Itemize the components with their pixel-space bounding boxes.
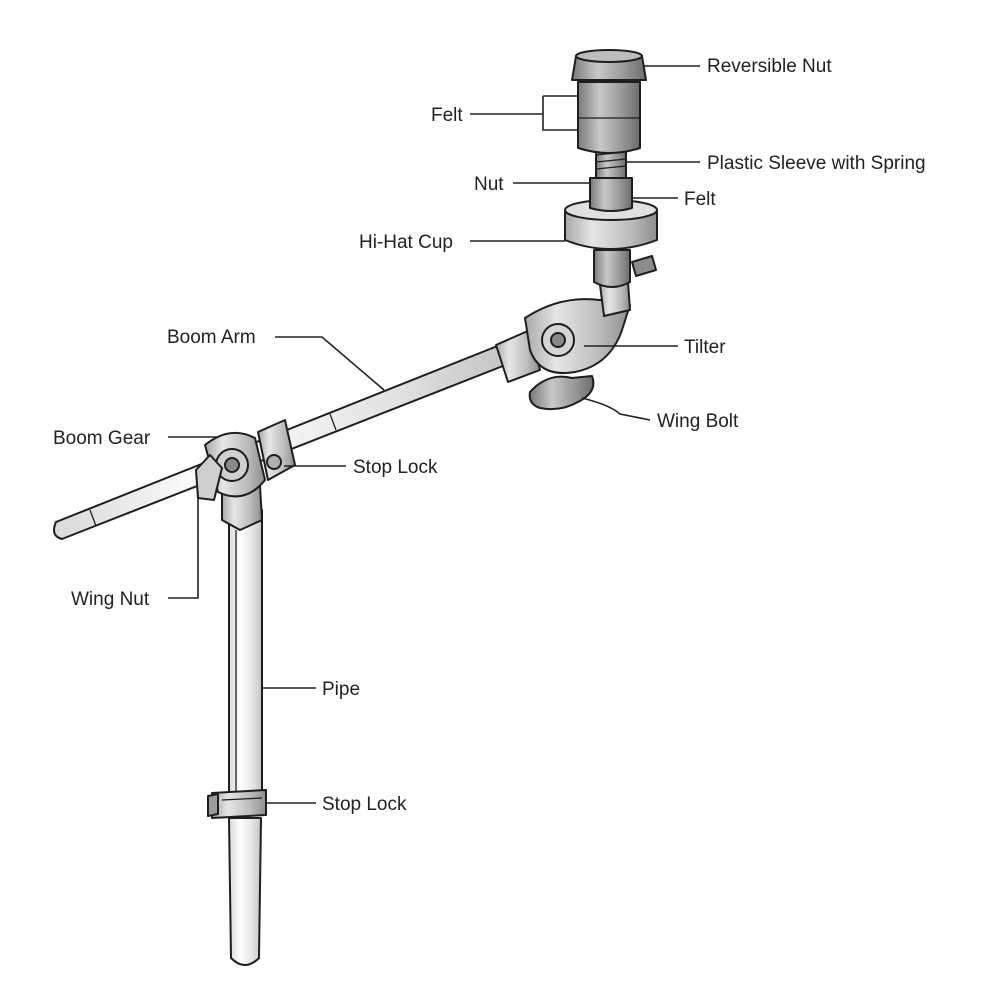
- label-wing-bolt: Wing Bolt: [657, 411, 739, 432]
- label-felt-lower: Felt: [684, 189, 716, 210]
- label-nut: Nut: [474, 174, 504, 195]
- label-felt-top: Felt: [431, 105, 463, 126]
- felt-top-leader: [470, 95, 578, 131]
- label-stop-lock-lower: Stop Lock: [322, 794, 407, 815]
- hi-hat-cup-part: [564, 199, 658, 288]
- wing-bolt-part: [528, 375, 595, 411]
- reversible-nut-part: [571, 49, 647, 81]
- boom-gear-assembly: [204, 419, 296, 531]
- wing-bolt-leader: [581, 397, 651, 421]
- label-hi-hat-cup: Hi-Hat Cup: [359, 232, 453, 253]
- label-stop-lock-upper: Stop Lock: [353, 457, 438, 478]
- stop-lock-lower-clamp: [207, 789, 267, 819]
- label-reversible-nut: Reversible Nut: [707, 56, 832, 77]
- felt-lower-part: [589, 177, 633, 212]
- boom-arm-leader: [275, 336, 385, 391]
- felt-top-part: [577, 81, 641, 154]
- label-boom-arm: Boom Arm: [167, 327, 256, 348]
- label-tilter: Tilter: [684, 337, 726, 358]
- wing-nut-part: [195, 454, 223, 501]
- label-pipe: Pipe: [322, 679, 360, 700]
- label-boom-gear: Boom Gear: [53, 428, 151, 449]
- pipe: [228, 509, 263, 966]
- wing-nut-leader: [168, 495, 199, 599]
- tilter-assembly: [495, 281, 631, 383]
- label-plastic-sleeve: Plastic Sleeve with Spring: [707, 153, 926, 174]
- label-wing-nut: Wing Nut: [71, 589, 150, 610]
